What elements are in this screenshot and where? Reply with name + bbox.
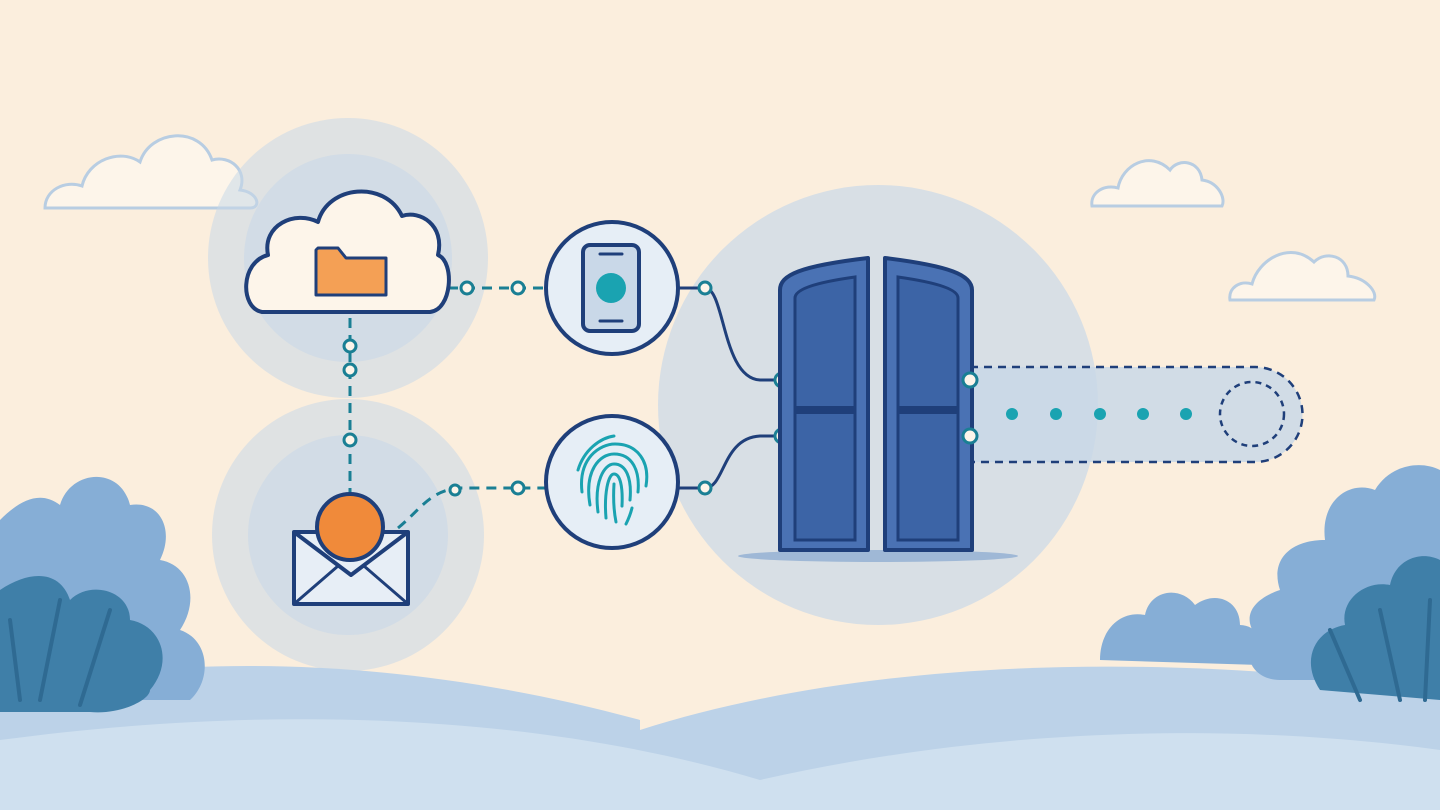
notification-badge xyxy=(315,492,385,562)
fingerprint-icon xyxy=(544,414,680,550)
key-slot-icon xyxy=(1218,380,1286,448)
bush-left-icon xyxy=(0,476,205,713)
sky-cloud-right-top-icon xyxy=(1090,159,1225,208)
double-door-icon xyxy=(738,256,1018,562)
connector-cloud-to-email xyxy=(342,318,358,500)
hill-front xyxy=(0,719,1440,810)
connector-cloud-to-mobile xyxy=(448,280,545,296)
cloud-folder-icon xyxy=(244,189,451,314)
access-token-bar xyxy=(970,365,1304,464)
envelope-badge-icon xyxy=(292,492,410,606)
smartphone-icon xyxy=(544,220,680,356)
connector-email-to-biometric xyxy=(397,480,545,530)
bush-right-icon xyxy=(1100,465,1440,702)
sky-cloud-right-bottom-icon xyxy=(1228,251,1377,302)
gateway-halo xyxy=(658,185,1098,625)
